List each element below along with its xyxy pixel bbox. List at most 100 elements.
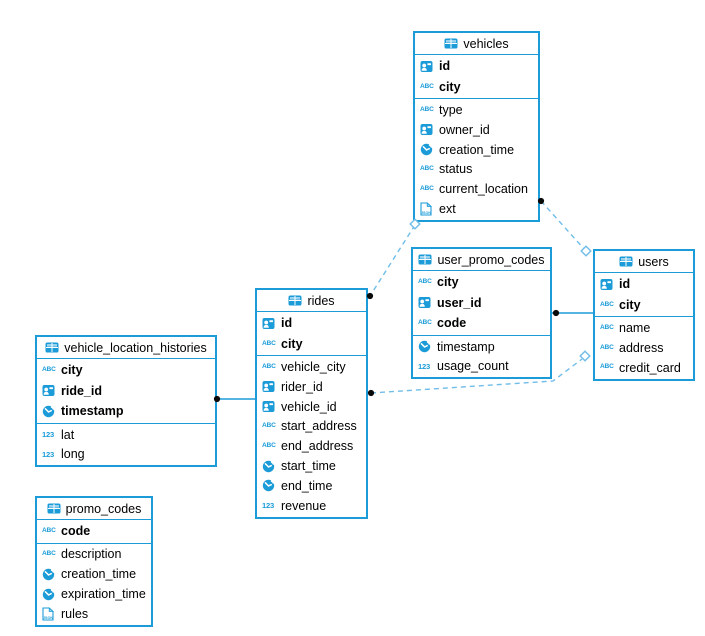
table-name: user_promo_codes [437,252,545,267]
field-name: type [439,103,463,118]
field-name: city [439,79,461,94]
field-name: start_time [281,459,336,474]
timestamp-icon [418,340,433,353]
text-icon: ABC [42,366,56,373]
field-name: id [619,277,631,292]
field-name: credit_card [619,360,681,375]
field-name: user_id [437,295,482,310]
relationship-vehicles-rides [369,224,416,297]
field-name: end_time [281,478,333,493]
field-name: ext [439,202,456,217]
table-header[interactable]: vehicles [415,33,538,55]
field-name: vehicle_id [281,399,337,414]
field-name: city [281,336,303,351]
field-row-start_address: ABC start_address [257,417,366,437]
field-row-creation_time: creation_time [415,140,538,160]
field-name: timestamp [437,339,495,354]
text-icon: ABC [418,319,432,327]
svg-text:JSON: JSON [421,211,431,215]
field-row-long: 123 long [37,445,215,465]
table-name: vehicle_location_histories [64,340,207,355]
timestamp-icon [262,460,277,473]
field-row-city: ABC city [37,360,215,381]
text-icon: ABC [262,422,276,430]
table-header[interactable]: user_promo_codes [413,249,550,271]
field-name: creation_time [439,142,515,157]
table-header[interactable]: vehicle_location_histories [37,337,215,359]
number-icon: 123 [262,500,275,510]
timestamp-icon [42,568,57,581]
field-name: current_location [439,182,528,197]
field-row-name: ABC name [595,318,693,338]
field-row-expiration_time: expiration_time [37,584,151,604]
table-header[interactable]: rides [257,290,366,312]
text-icon: ABC [420,184,434,192]
uuid-icon [418,296,433,309]
table-icon [45,342,59,353]
text-icon: ABC [418,278,432,285]
field-row-ride_id: ride_id [37,381,215,402]
field-name: lat [61,427,75,442]
field-name: code [437,316,467,331]
field-row-end_time: end_time [257,476,366,496]
field-name: start_address [281,419,357,434]
table-icon [288,295,302,306]
field-name: creation_time [61,567,137,582]
field-name: city [619,297,641,312]
text-icon: ABC [600,323,614,331]
uuid-icon [42,384,57,397]
field-name: usage_count [437,359,509,374]
field-row-current_location: ABC current_location [415,179,538,199]
table-header[interactable]: promo_codes [37,498,151,520]
field-name: owner_id [439,122,490,137]
table-header[interactable]: users [595,251,693,273]
field-name: long [61,447,85,462]
uuid-icon [420,123,435,136]
field-row-owner_id: owner_id [415,120,538,140]
uuid-icon [262,380,277,393]
uuid-icon [262,400,277,413]
uuid-icon [420,60,435,73]
table-icon [619,256,633,267]
field-name: city [61,363,83,378]
field-row-start_time: start_time [257,456,366,476]
field-name: name [619,321,651,336]
relationship-diamond-endpoint [580,245,592,257]
relationship-vehicles-users [540,200,586,251]
number-icon: 123 [42,449,55,459]
fields-section: 123 lat 123 long [37,424,215,466]
text-icon: ABC [600,363,614,371]
text-icon: ABC [262,362,276,370]
uuid-icon [600,278,615,291]
text-icon: ABC [262,441,276,449]
field-row-credit_card: ABC credit_card [595,358,693,378]
text-icon: ABC [420,105,434,113]
field-name: revenue [281,498,327,513]
timestamp-icon [42,588,57,601]
field-name: rider_id [281,379,323,394]
table-name: rides [307,293,335,308]
relationship-dot-endpoint [367,389,375,397]
